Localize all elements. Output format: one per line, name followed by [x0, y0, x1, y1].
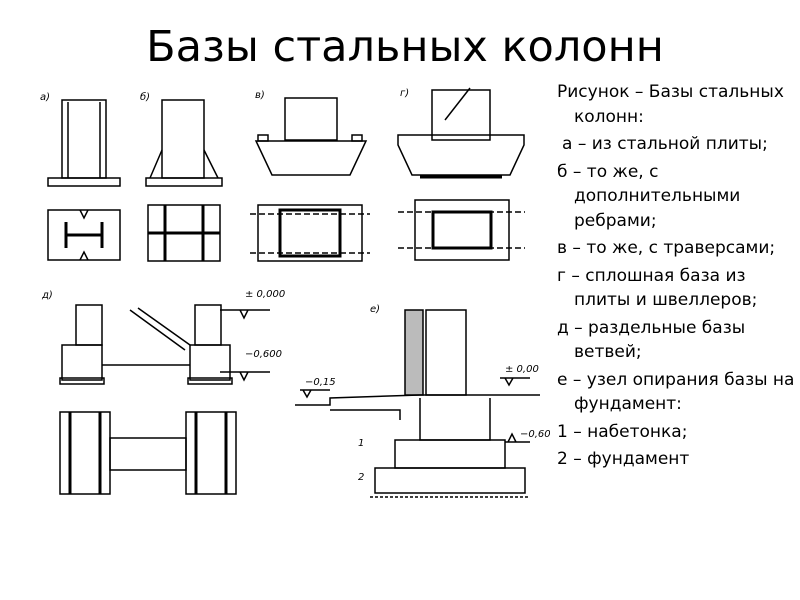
label-e: е) — [370, 304, 380, 315]
mark-d-bottom: −0,600 — [245, 349, 282, 360]
label-a: а) — [40, 92, 50, 103]
label-d: д) — [41, 290, 53, 301]
figure-b: б) — [140, 91, 223, 262]
figure-v: в) — [250, 90, 370, 262]
label-v: в) — [255, 90, 265, 101]
figure-a: а) — [40, 92, 121, 261]
caption-item: г – сплошная база из плиты и швеллеров; — [557, 265, 758, 311]
mark-e-2: 2 — [358, 472, 364, 483]
caption-item: в – то же, с траверсами; — [557, 238, 776, 258]
column-bases-drawing: а) б) в) г) д) — [40, 87, 550, 498]
caption-item: е – узел опирания базы на фундамент: — [557, 369, 795, 415]
figure-e: е) ± 0,00 −0,15 −0,600 1 2 — [295, 304, 550, 498]
caption-item: 2 – фундамент — [557, 449, 690, 469]
mark-e-ground: −0,15 — [305, 377, 336, 388]
caption-item: б – то же, с дополнительными ребрами; — [557, 161, 741, 231]
label-g: г) — [400, 88, 409, 99]
figure-g: г) — [397, 87, 525, 261]
caption-item: а – из стальной плиты; — [562, 134, 768, 154]
caption-item: д – раздельные базы ветвей; — [557, 317, 746, 363]
mark-e-zero: ± 0,00 — [505, 364, 539, 375]
caption-heading: Рисунок – Базы стальных колонн: — [557, 82, 784, 127]
page-title: Базы стальных колонн — [146, 22, 664, 72]
label-b: б) — [140, 91, 150, 103]
figure-d: д) ± 0,000 −0,600 — [41, 289, 285, 495]
mark-d-top: ± 0,000 — [245, 289, 285, 300]
caption-item: 1 – набетонка; — [557, 421, 688, 442]
mark-e-base: −0,600 — [520, 429, 550, 440]
figure-caption: Рисунок – Базы стальных колонн: а – из с… — [557, 80, 797, 475]
mark-e-1: 1 — [358, 438, 364, 449]
